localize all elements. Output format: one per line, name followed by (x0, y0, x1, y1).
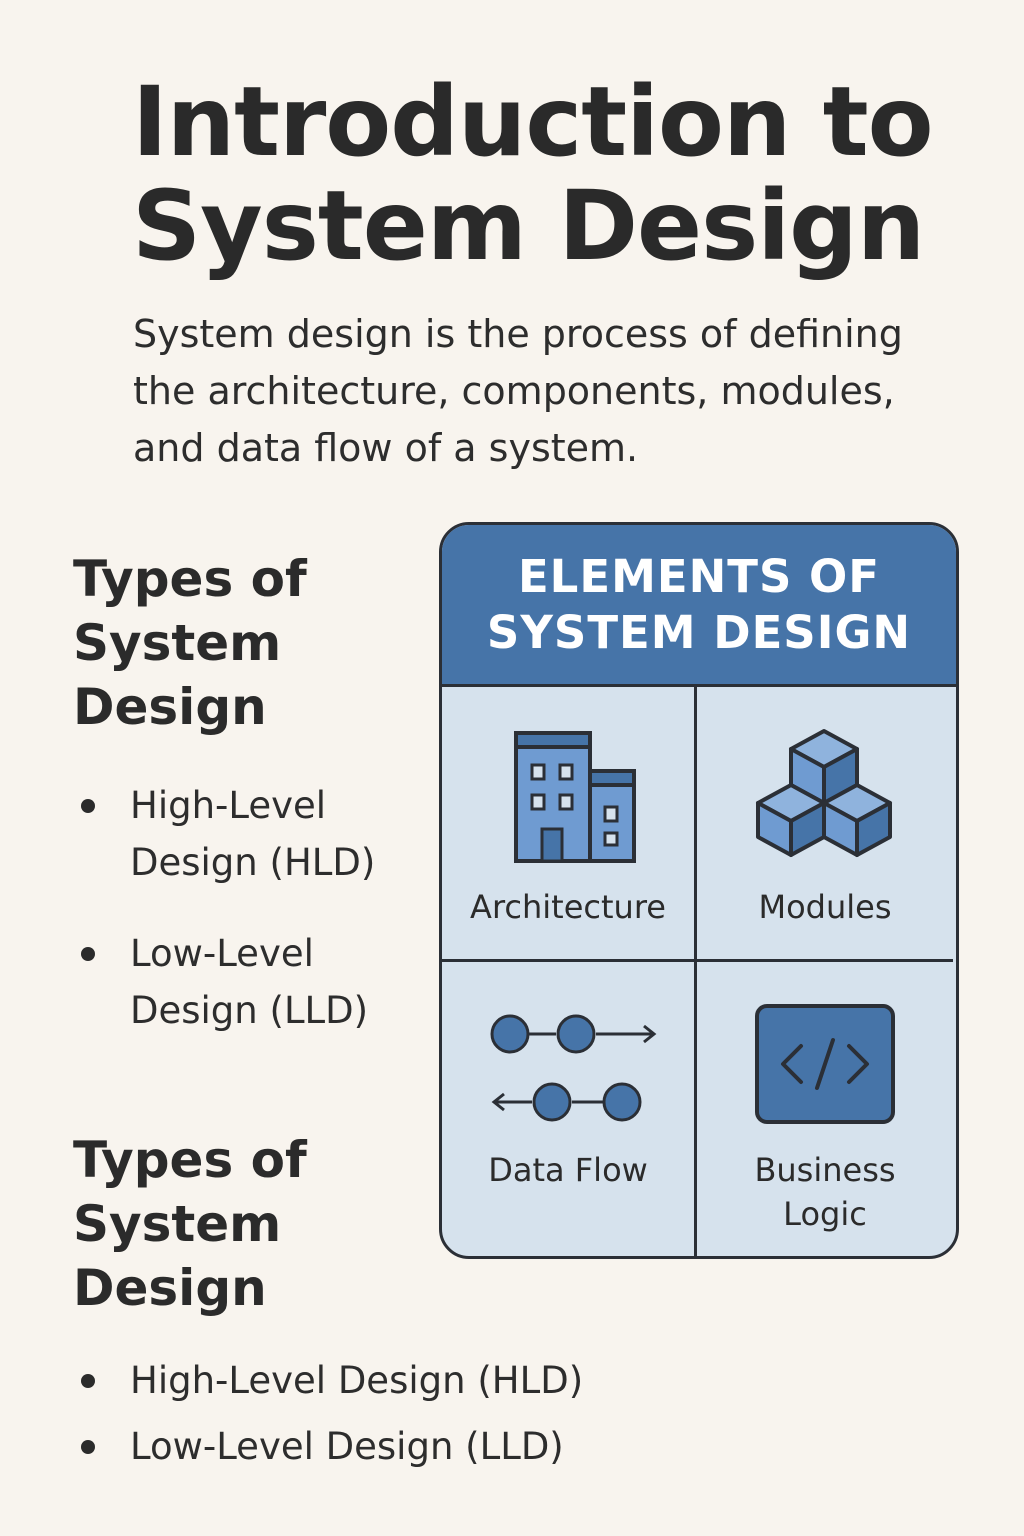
types-list-1: High-Level Design (HLD) Low-Level Design… (73, 777, 403, 1073)
list-item: Low-Level Design (LLD) (73, 1418, 773, 1476)
element-label-data-flow: Data Flow (488, 1151, 648, 1189)
elements-grid: Architecture Modules (442, 687, 956, 1256)
element-label-business-logic: Business Logic (754, 1151, 896, 1233)
element-cell-modules: Modules (697, 687, 953, 962)
cubes-icon (756, 729, 892, 857)
types-heading-1: Types of System Design (73, 550, 307, 736)
page-title: Introduction to System Design (132, 66, 934, 282)
data-flow-icon (490, 1014, 657, 1122)
types-heading-2: Types of System Design (73, 1131, 307, 1317)
code-icon (755, 1004, 895, 1124)
elements-card-header: ELEMENTS OF SYSTEM DESIGN (442, 525, 956, 687)
element-cell-business-logic: Business Logic (697, 962, 953, 1256)
list-item: High-Level Design (HLD) (73, 777, 403, 891)
elements-card: ELEMENTS OF SYSTEM DESIGN Architecture (439, 522, 959, 1259)
list-item: High-Level Design (HLD) (73, 1352, 773, 1410)
types-list-2: High-Level Design (HLD) Low-Level Design… (73, 1352, 773, 1484)
element-label-architecture: Architecture (470, 888, 666, 926)
element-cell-architecture: Architecture (442, 687, 697, 962)
element-label-modules: Modules (758, 888, 892, 926)
list-item: Low-Level Design (LLD) (73, 925, 403, 1039)
building-icon (514, 731, 636, 863)
elements-card-title: ELEMENTS OF SYSTEM DESIGN (486, 549, 912, 659)
element-cell-data-flow: Data Flow (442, 962, 697, 1256)
intro-paragraph: System design is the process of defining… (133, 312, 903, 470)
